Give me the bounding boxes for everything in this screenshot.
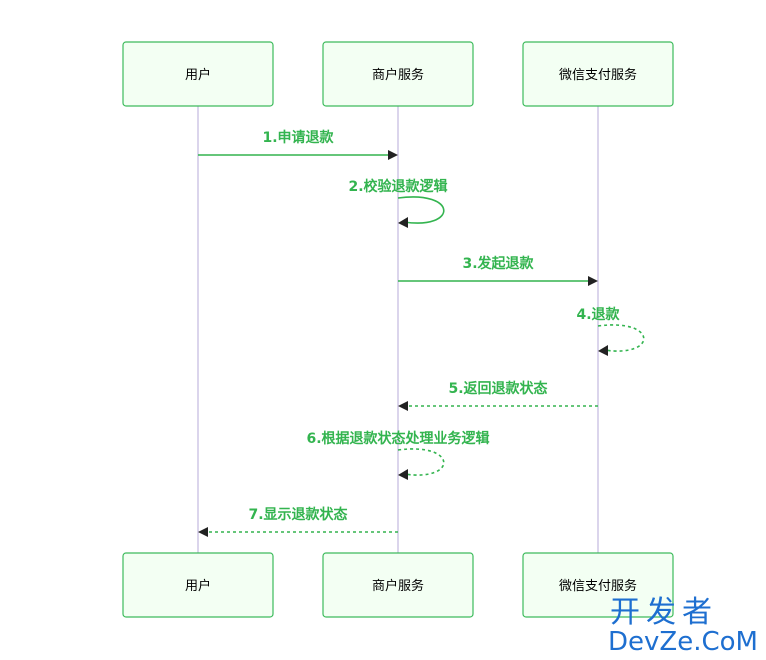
actors-top: 用户 商户服务 微信支付服务 [122, 41, 674, 107]
message-line [397, 196, 445, 224]
actor-box-wechat-top [522, 41, 674, 107]
actor-box-user-top [122, 41, 274, 107]
message-label: 1.申请退款 [262, 129, 334, 146]
actor-label-user-bottom: 用户 [185, 578, 211, 594]
watermark-line1: 开发者 [610, 595, 718, 630]
watermark-line2: DevZe.CoM [608, 627, 758, 657]
actors-bottom: 用户 商户服务 微信支付服务 [122, 552, 674, 618]
actor-box-merchant-bottom [322, 552, 474, 618]
actor-label-merchant-top: 商户服务 [372, 67, 424, 83]
messages: 1.申请退款 2.校验退款逻辑 3.发起退款 4.退款 5.返回退款状态 6.根据退款状态… [198, 129, 645, 537]
message-label: 7.显示退款状态 [248, 506, 347, 523]
actor-box-wechat-bottom [522, 552, 674, 618]
actor-box-user-bottom [122, 552, 274, 618]
message-label: 5.返回退款状态 [448, 380, 547, 397]
arrow-head [588, 276, 598, 286]
actor-label-merchant-bottom: 商户服务 [372, 578, 424, 594]
arrow-head [198, 527, 208, 537]
arrow-head [398, 401, 408, 411]
actor-label-user-top: 用户 [185, 67, 211, 83]
watermark: 开发者 DevZe.CoM [608, 595, 758, 657]
actor-label-wechat-top: 微信支付服务 [559, 67, 637, 83]
arrow-head [388, 150, 398, 160]
arrow-head [398, 469, 408, 480]
message-label: 3.发起退款 [462, 255, 534, 272]
message-line [397, 448, 445, 476]
message-line [597, 324, 645, 352]
lifelines [197, 106, 599, 553]
message-label: 2.校验退款逻辑 [348, 178, 447, 195]
actor-label-wechat-bottom: 微信支付服务 [559, 578, 637, 594]
message-label: 4.退款 [576, 306, 620, 323]
message-label: 6.根据退款状态处理业务逻辑 [306, 430, 489, 447]
arrow-head [598, 345, 608, 356]
actor-box-merchant-top [322, 41, 474, 107]
arrow-head [398, 217, 408, 228]
